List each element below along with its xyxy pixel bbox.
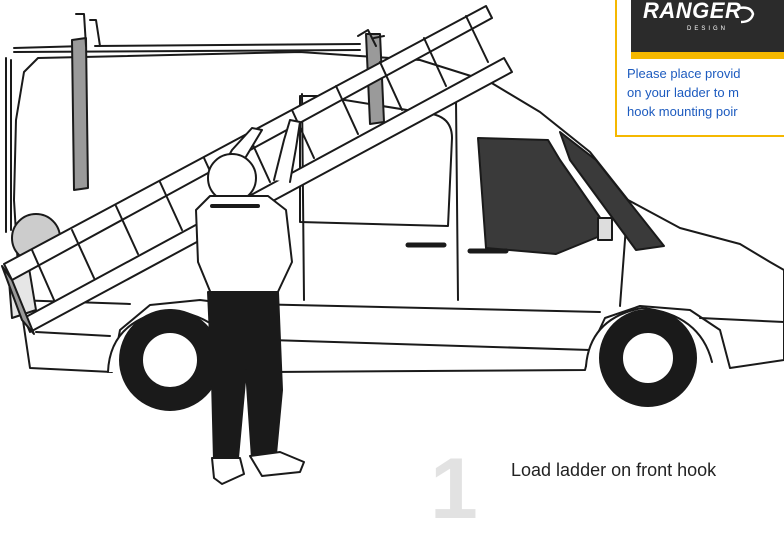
instruction-note: RANGER DESIGN Please place provid on you… bbox=[615, 0, 784, 137]
worker bbox=[195, 119, 305, 485]
van-body bbox=[13, 51, 784, 373]
worker-head bbox=[207, 153, 257, 203]
brand-logo: RANGER DESIGN bbox=[631, 0, 784, 52]
worker-shoes bbox=[211, 451, 305, 485]
front-hook-arm bbox=[357, 29, 385, 47]
sliding-door-seam bbox=[301, 93, 459, 301]
mirror bbox=[597, 217, 613, 241]
rear-wheel bbox=[107, 309, 241, 411]
worker-legs bbox=[207, 291, 283, 461]
ranger-logo-swoosh-icon bbox=[738, 6, 755, 24]
front-wheel bbox=[585, 307, 713, 407]
brand-name: RANGER bbox=[643, 0, 742, 23]
windshield bbox=[559, 131, 665, 251]
ladder-end-cap bbox=[1, 265, 35, 335]
accent-stripe bbox=[631, 52, 784, 59]
worker-torso bbox=[195, 195, 293, 297]
rear-hook-strap bbox=[71, 37, 89, 191]
van-rocker-line bbox=[35, 331, 591, 351]
van-loading-illustration bbox=[1, 5, 784, 485]
rear-hook-arm bbox=[75, 13, 101, 47]
roof-rack bbox=[13, 43, 361, 53]
rear-ladder-post bbox=[5, 57, 12, 233]
step-caption: Load ladder on front hook bbox=[511, 460, 717, 480]
step-number: 1 bbox=[430, 441, 478, 537]
instruction-text: Please place provid on your ladder to m … bbox=[627, 66, 741, 119]
brand-tagline: DESIGN bbox=[687, 26, 729, 32]
